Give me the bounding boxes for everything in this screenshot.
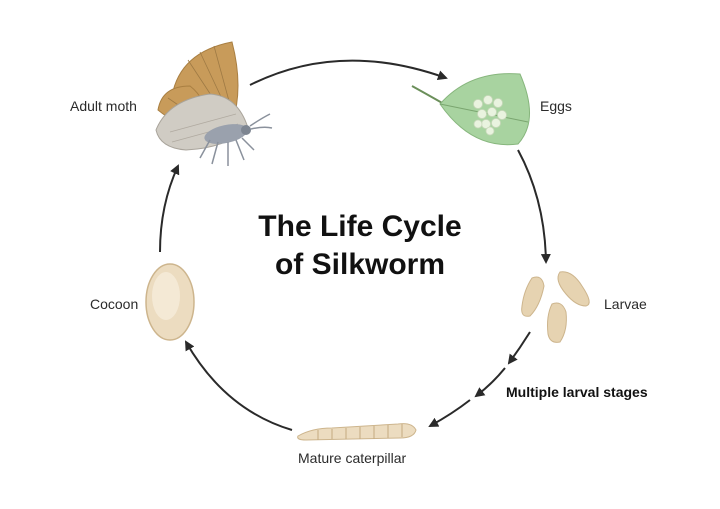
- arrow-cocoon-to-moth: [159, 164, 180, 253]
- label-mature-caterpillar: Mature caterpillar: [298, 450, 407, 466]
- arrow-eggs-to-larvae: [517, 149, 551, 264]
- arrow-moth-to-eggs: [249, 59, 448, 86]
- arrow-caterpillar-to-cocoon: [185, 340, 293, 431]
- eggs-illustration: [411, 73, 530, 146]
- cocoon-illustration: [145, 263, 195, 341]
- caterpillar-illustration: [297, 423, 417, 441]
- title-line-2: of Silkworm: [274, 248, 446, 281]
- arrow-stage2-to-stage3: [474, 367, 506, 398]
- diagram-title: The Life Cycle of Silkworm: [220, 208, 500, 284]
- label-multiple-larval-stages: Multiple larval stages: [506, 384, 648, 400]
- adult-moth-illustration: [155, 41, 273, 166]
- label-eggs: Eggs: [540, 98, 572, 114]
- label-larvae: Larvae: [604, 296, 647, 312]
- label-adult-moth: Adult moth: [70, 98, 137, 114]
- arrow-larvae-to-stage2: [507, 331, 531, 365]
- larvae-illustration: [521, 271, 590, 343]
- title-line-1: The Life Cycle: [258, 210, 462, 243]
- label-cocoon: Cocoon: [90, 296, 139, 312]
- arrow-stage3-to-caterpillar: [428, 399, 471, 427]
